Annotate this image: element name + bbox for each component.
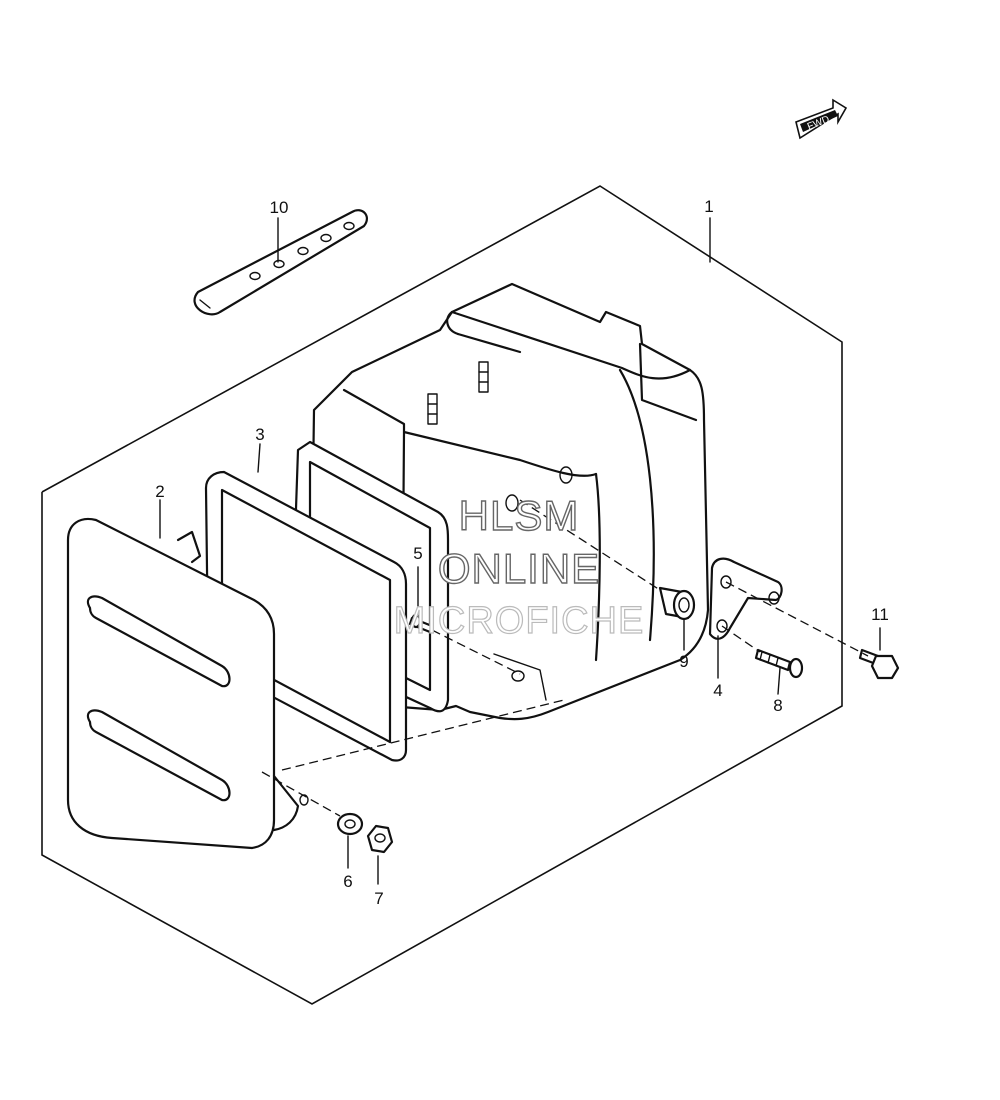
callout-9: 9 xyxy=(679,652,688,671)
callout-6: 6 xyxy=(343,872,352,891)
part-6-washer xyxy=(336,812,364,869)
assembly-outline xyxy=(41,185,843,1005)
part-10-bracket xyxy=(193,209,368,316)
callout-8: 8 xyxy=(773,696,782,715)
watermark-line-3: MICROFICHE xyxy=(394,600,645,642)
callout-11: 11 xyxy=(871,605,889,624)
watermark-line-1: HLSM xyxy=(459,492,580,539)
leader-lines xyxy=(159,217,781,695)
forward-arrow-icon: FWD xyxy=(795,98,848,140)
part-9-grommet xyxy=(658,586,696,621)
part-8-screw xyxy=(754,648,804,679)
callout-5: 5 xyxy=(413,544,422,563)
part-7-nut xyxy=(366,824,394,885)
watermark-line-2: ONLINE xyxy=(438,545,600,592)
part-5-screw xyxy=(408,566,434,634)
callout-7: 7 xyxy=(374,889,383,908)
callout-4: 4 xyxy=(713,681,722,700)
callout-3: 3 xyxy=(255,425,264,444)
part-11-bolt xyxy=(858,627,900,680)
callout-10: 10 xyxy=(270,198,289,217)
callouts: 1 2 3 4 5 6 7 8 9 10 11 xyxy=(155,197,889,908)
watermark: HLSM ONLINE MICROFICHE xyxy=(393,491,645,642)
callout-2: 2 xyxy=(155,482,164,501)
part-2-lens xyxy=(66,517,309,850)
assembly-lines xyxy=(261,499,869,817)
part-4-plate xyxy=(708,557,783,640)
callout-1: 1 xyxy=(704,197,713,216)
